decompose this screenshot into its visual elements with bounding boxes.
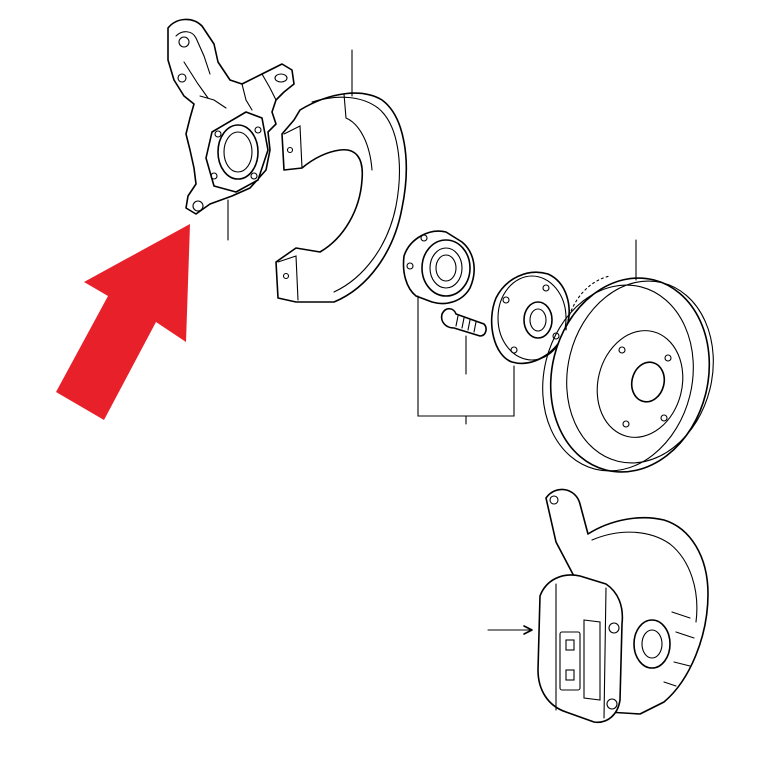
hub-bolt[interactable] [440,307,487,375]
steering-knuckle[interactable] [167,18,295,241]
highlight-arrow [56,224,190,420]
hub-bearing[interactable] [402,230,475,305]
brake-disc[interactable] [523,239,732,489]
brake-caliper-assembly[interactable] [487,488,709,724]
callout-bracket [417,295,515,425]
dust-shield[interactable] [275,49,408,303]
